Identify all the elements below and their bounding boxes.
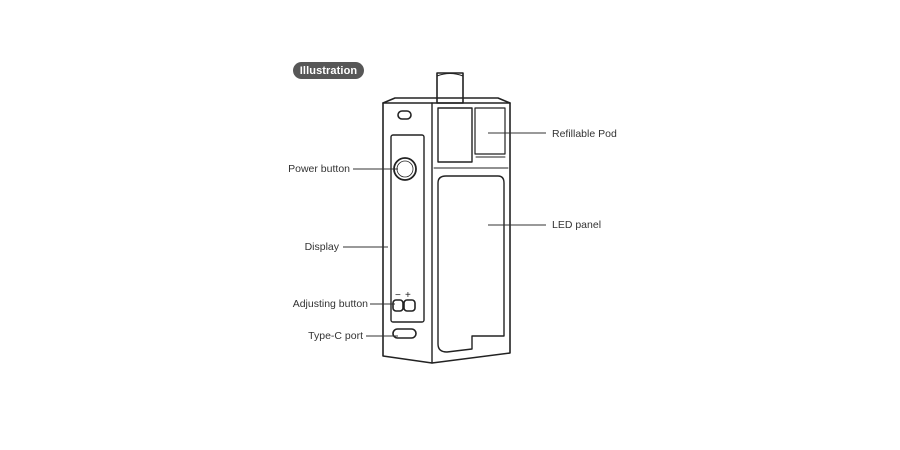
label-adjusting-button: Adjusting button xyxy=(292,298,368,310)
adjust-plus-shape xyxy=(403,299,416,312)
minus-symbol: − xyxy=(395,290,401,301)
label-power-button: Power button xyxy=(288,163,350,175)
device-body xyxy=(382,102,511,364)
lanyard-slot xyxy=(397,110,412,120)
label-led-panel: LED panel xyxy=(552,219,602,231)
led-panel-shape xyxy=(437,175,505,353)
illustration-badge: Illustration xyxy=(293,62,364,79)
display-strip xyxy=(390,134,425,323)
label-display: Display xyxy=(304,241,339,253)
device-top xyxy=(382,97,511,104)
pod-window xyxy=(437,107,473,163)
label-refillable-pod: Refillable Pod xyxy=(552,128,617,140)
label-type-c-port: Type-C port xyxy=(308,330,363,342)
adjust-minus-shape xyxy=(392,299,404,312)
plus-symbol: + xyxy=(405,290,411,301)
type-c-port-shape xyxy=(392,328,417,339)
